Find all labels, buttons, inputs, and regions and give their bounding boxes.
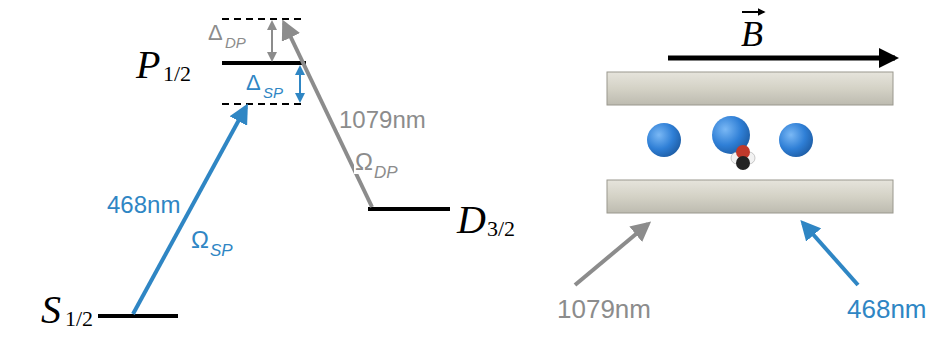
subscript: 3/2 (486, 218, 516, 240)
wavelength-label: 468nm (106, 193, 181, 217)
field-arrow (668, 56, 895, 61)
laser-beam (575, 224, 648, 285)
s-level (98, 314, 178, 318)
subscript: 1/2 (162, 63, 192, 85)
rabi-symbol: Ω (354, 150, 374, 174)
virtual-level (222, 103, 306, 105)
molecule (731, 145, 755, 170)
field-label: B (740, 16, 764, 52)
subscript: SP (209, 242, 234, 259)
virtual-level (222, 18, 306, 20)
wavelength-label: 468nm (846, 296, 928, 322)
vector-arrow (742, 11, 764, 13)
wavelength-label: 1079nm (556, 296, 652, 322)
detuning-symbol: Δ (245, 72, 262, 94)
level-name: S (40, 290, 62, 330)
ion (779, 123, 813, 157)
level-name: D (456, 200, 487, 240)
subscript: DP (224, 35, 247, 50)
wavelength-label: 1079nm (338, 108, 427, 132)
level-name: P (135, 45, 161, 85)
d-level (368, 207, 450, 211)
trap-electrode (607, 72, 893, 105)
trap-electrode (607, 180, 893, 213)
subscript: SP (262, 85, 284, 100)
detuning-arrow (299, 67, 301, 101)
detuning-symbol: Δ (207, 22, 224, 44)
energy-levels (98, 19, 450, 316)
rabi-symbol: Ω (190, 228, 210, 252)
p-level (222, 61, 306, 65)
laser-beam (803, 223, 858, 285)
ion (647, 123, 681, 157)
subscript: DP (373, 164, 399, 181)
subscript: 1/2 (64, 308, 94, 330)
detuning-arrow (271, 22, 273, 60)
